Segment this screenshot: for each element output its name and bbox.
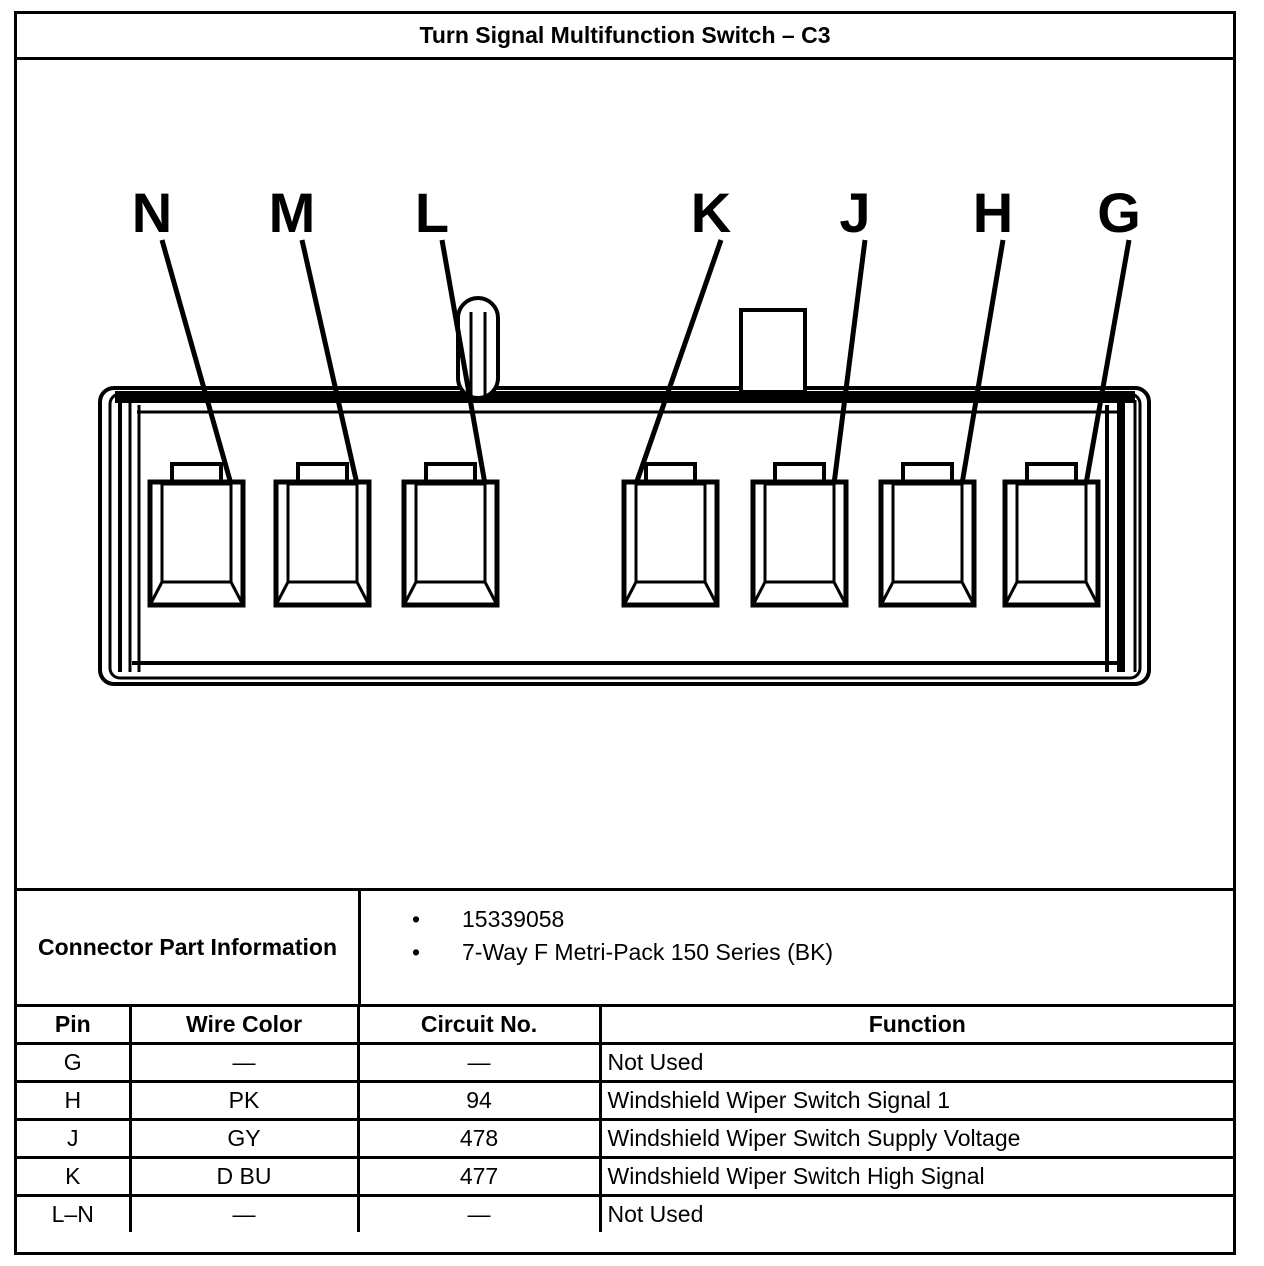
cell-wire-color: PK [128,1080,360,1121]
terminal-cavity-g [1002,462,1101,608]
pin-label-j: J [839,181,870,244]
terminal-cavity-h [878,462,977,608]
connector-part-info: Connector Part Information • 15339058 • 7-… [17,888,1233,1007]
cell-function: Not Used [598,1194,1233,1232]
cell-circuit: 477 [356,1156,602,1197]
terminal-cavity-j [750,462,849,608]
leader-line-g [1083,239,1132,485]
cell-pin: G [17,1042,132,1083]
cell-wire-color: GY [128,1118,360,1159]
connector-end-view-sheet: Turn Signal Multifunction Switch – C3 [14,11,1236,1255]
table-row: J GY 478 Windshield Wiper Switch Supply … [17,1118,1233,1159]
cell-pin: L–N [17,1194,132,1232]
cell-circuit: — [356,1194,602,1232]
cell-circuit: 94 [356,1080,602,1121]
cell-function: Windshield Wiper Switch Supply Voltage [598,1118,1233,1159]
leader-line-n [159,239,234,485]
page-title: Turn Signal Multifunction Switch – C3 [17,14,1233,60]
locking-key-boss [456,296,500,400]
cell-circuit: 478 [356,1118,602,1159]
cell-pin: J [17,1118,132,1159]
list-item: • 15339058 [412,903,833,936]
leader-line-m [299,239,360,485]
table-header-row: Pin Wire Color Circuit No. Function [17,1007,1233,1045]
pin-label-g: G [1097,181,1141,244]
cell-pin: K [17,1156,132,1197]
connector-part-info-label: Connector Part Information [17,891,361,1004]
connector-part-info-list: • 15339058 • 7-Way F Metri-Pack 150 Series… [412,903,833,969]
connector-housing-outline [98,386,1151,686]
part-number: 15339058 [462,906,565,932]
pin-label-n: N [132,181,172,244]
polarization-tab [739,308,807,394]
column-header-pin: Pin [17,1007,132,1045]
cell-wire-color: — [128,1042,360,1083]
column-header-function: Function [598,1007,1233,1045]
table-row: G — — Not Used [17,1042,1233,1083]
pin-label-h: H [973,181,1013,244]
cell-function: Windshield Wiper Switch High Signal [598,1156,1233,1197]
cell-pin: H [17,1080,132,1121]
bullet-icon: • [412,906,421,932]
table-row: L–N — — Not Used [17,1194,1233,1232]
terminal-cavity-m [273,462,372,608]
list-item: • 7-Way F Metri-Pack 150 Series (BK) [412,936,833,969]
table-row: K D BU 477 Windshield Wiper Switch High … [17,1156,1233,1197]
cell-wire-color: D BU [128,1156,360,1197]
cell-function: Windshield Wiper Switch Signal 1 [598,1080,1233,1121]
pin-label-k: K [691,181,731,244]
pin-table: Pin Wire Color Circuit No. Function G — … [17,1007,1233,1232]
cell-wire-color: — [128,1194,360,1232]
leader-line-k [633,239,724,485]
column-header-wire-color: Wire Color [128,1007,360,1045]
leader-line-j [831,239,868,485]
cell-function: Not Used [598,1042,1233,1083]
pin-label-l: L [415,181,449,244]
terminal-cavity-l [401,462,500,608]
pin-label-m: M [269,181,316,244]
column-header-circuit: Circuit No. [356,1007,602,1045]
table-row: H PK 94 Windshield Wiper Switch Signal 1 [17,1080,1233,1121]
cell-circuit: — [356,1042,602,1083]
bullet-icon: • [412,939,421,965]
leader-line-l [439,239,488,485]
terminal-cavity-k [621,462,720,608]
connector-description: 7-Way F Metri-Pack 150 Series (BK) [462,939,834,965]
leader-line-h [959,239,1006,485]
terminal-cavity-n [147,462,246,608]
